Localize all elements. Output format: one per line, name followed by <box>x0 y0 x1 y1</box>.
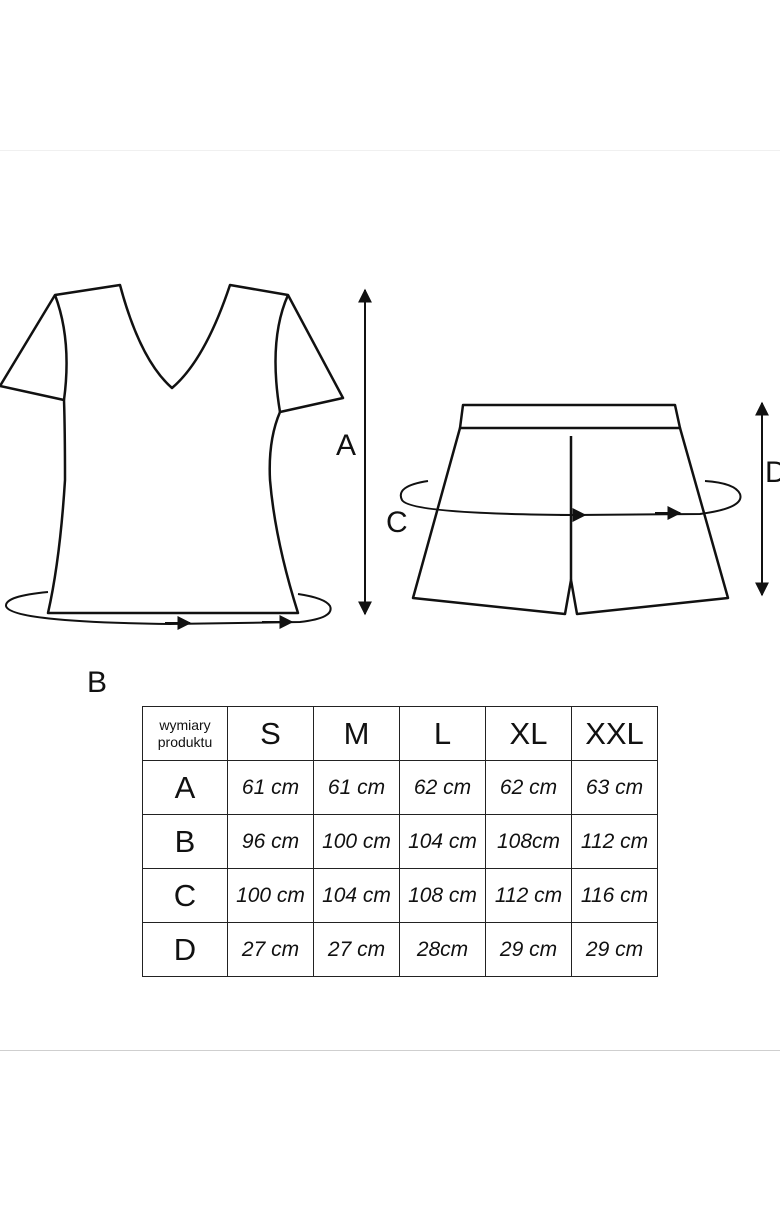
bottom-divider <box>0 1050 780 1051</box>
table-cell: 104 cm <box>313 868 400 923</box>
top-divider <box>0 150 780 151</box>
table-cell: 100 cm <box>227 868 314 923</box>
table-cell: 29 cm <box>571 922 658 977</box>
row-label: B <box>142 814 228 869</box>
label-c: C <box>386 506 408 539</box>
size-xl: XL <box>485 706 572 761</box>
row-label: D <box>142 922 228 977</box>
table-cell: 62 cm <box>485 760 572 815</box>
table-cell: 28cm <box>399 922 486 977</box>
size-l: L <box>399 706 486 761</box>
table-cell: 29 cm <box>485 922 572 977</box>
shorts-icon <box>411 403 730 616</box>
label-b: B <box>87 666 108 699</box>
table-row: B 96 cm 100 cm 104 cm 108cm 112 cm <box>142 814 658 869</box>
hem-measure-loop <box>5 591 332 630</box>
table-cell: 112 cm <box>571 814 658 869</box>
garment-diagram <box>0 283 769 630</box>
table-cell: 104 cm <box>399 814 486 869</box>
table-cell: 27 cm <box>227 922 314 977</box>
table-row: C 100 cm 104 cm 108 cm 112 cm 116 cm <box>142 868 658 923</box>
table-cell: 27 cm <box>313 922 400 977</box>
table-cell: 63 cm <box>571 760 658 815</box>
label-d: D <box>765 456 780 489</box>
tshirt-icon <box>0 283 345 615</box>
waist-measure-loop <box>399 480 742 522</box>
table-cell: 61 cm <box>313 760 400 815</box>
row-label: A <box>142 760 228 815</box>
size-xxl: XXL <box>571 706 658 761</box>
size-table: wymiary produktu S M L XL XXL A 61 cm 61… <box>142 706 658 977</box>
table-cell: 108cm <box>485 814 572 869</box>
table-cell: 116 cm <box>571 868 658 923</box>
table-cell: 108 cm <box>399 868 486 923</box>
size-m: M <box>313 706 400 761</box>
table-cell: 61 cm <box>227 760 314 815</box>
table-cell: 96 cm <box>227 814 314 869</box>
table-cell: 112 cm <box>485 868 572 923</box>
table-cell: 100 cm <box>313 814 400 869</box>
label-a: A <box>336 429 357 462</box>
row-label: C <box>142 868 228 923</box>
table-row: A 61 cm 61 cm 62 cm 62 cm 63 cm <box>142 760 658 815</box>
table-cell: 62 cm <box>399 760 486 815</box>
table-row: D 27 cm 27 cm 28cm 29 cm 29 cm <box>142 922 658 977</box>
size-header-row: wymiary produktu S M L XL XXL <box>142 706 658 761</box>
table-header-label: wymiary produktu <box>142 706 228 761</box>
size-s: S <box>227 706 314 761</box>
